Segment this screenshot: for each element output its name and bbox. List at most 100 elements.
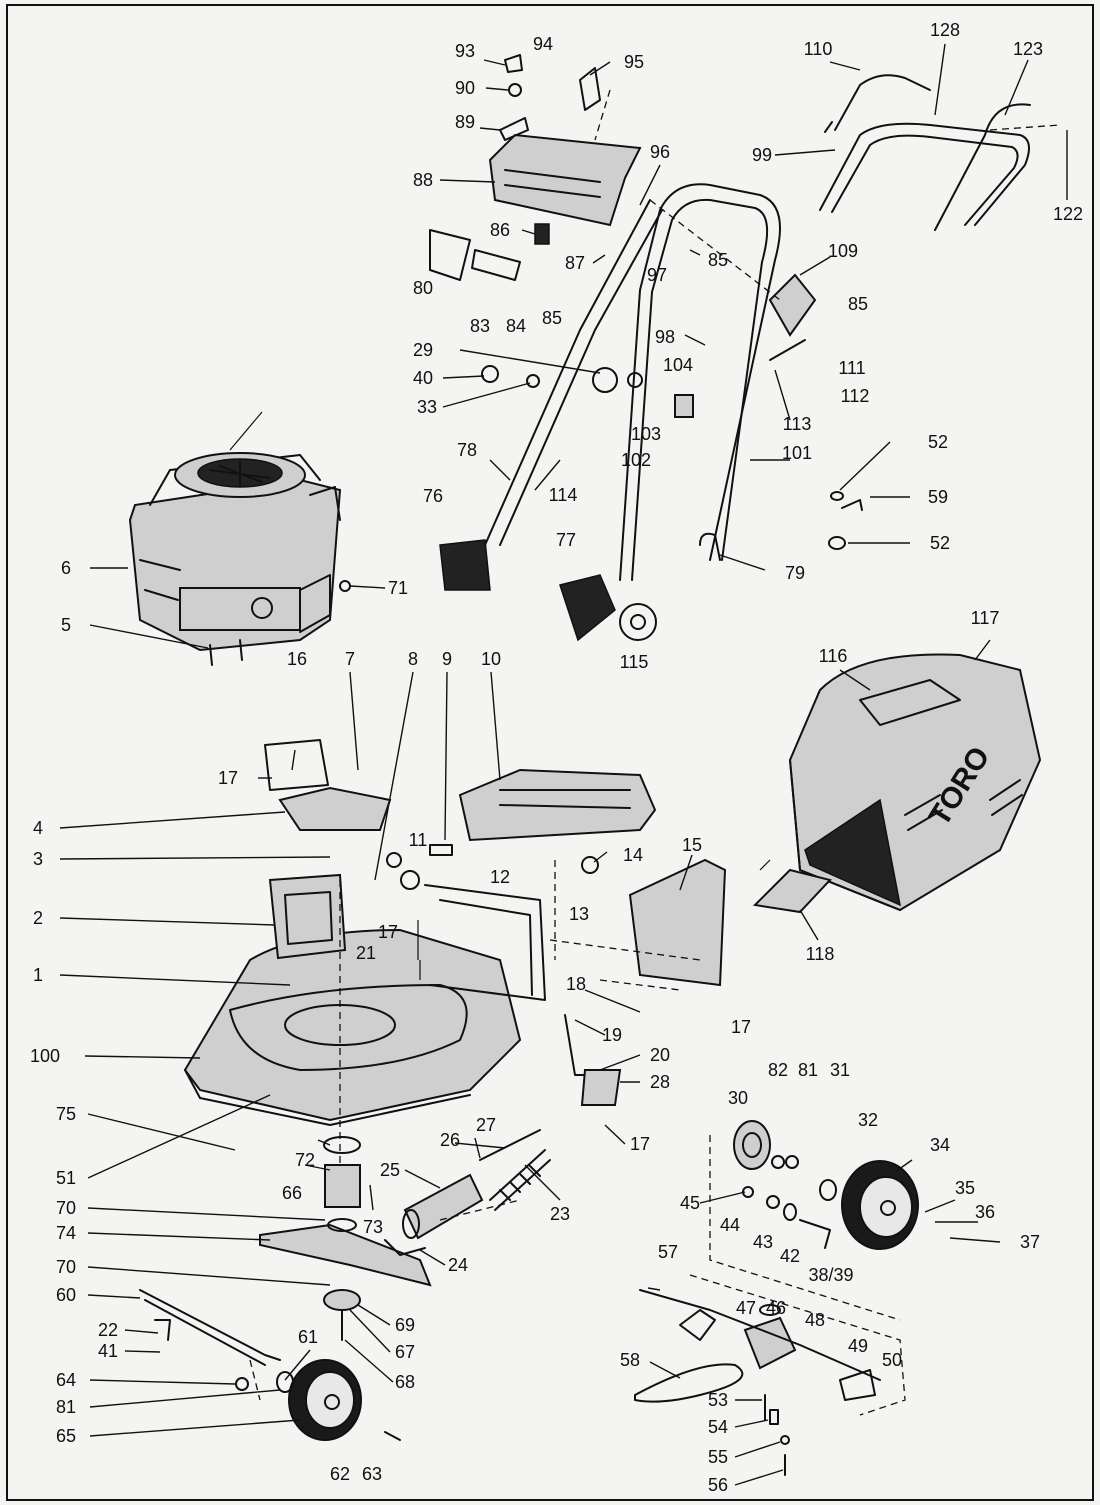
part-callout-26: 26 (440, 1130, 460, 1150)
part-callout-85-3: 85 (848, 294, 868, 314)
part-callout-77: 77 (556, 530, 576, 550)
part-callout-123: 123 (1013, 39, 1043, 59)
part-callout-57: 57 (658, 1242, 678, 1262)
part-callout-110: 110 (804, 39, 833, 59)
part-callout-56: 56 (708, 1475, 728, 1495)
part-callout-87: 87 (565, 253, 585, 273)
part-callout-20: 20 (650, 1045, 670, 1065)
part-callout-117: 117 (971, 608, 1000, 628)
part-callout-5: 5 (61, 615, 71, 635)
part-callout-90: 90 (455, 78, 475, 98)
part-callout-122: 122 (1053, 204, 1083, 224)
part-callout-79: 79 (785, 563, 805, 583)
mower-deck (183, 739, 727, 1180)
part-callout-63: 63 (362, 1464, 382, 1484)
part-callout-81-2: 81 (798, 1060, 818, 1080)
part-callout-9: 9 (442, 649, 452, 669)
part-callout-114: 114 (549, 485, 578, 505)
part-callout-2: 2 (33, 908, 43, 928)
part-callout-43: 43 (753, 1232, 773, 1252)
part-callout-18: 18 (566, 974, 586, 994)
part-callout-7: 7 (345, 649, 355, 669)
part-callout-45: 45 (680, 1193, 700, 1213)
part-callout-19: 19 (602, 1025, 622, 1045)
part-callout-64: 64 (56, 1370, 76, 1390)
part-callout-94: 94 (533, 34, 553, 54)
part-callout-16: 16 (287, 649, 307, 669)
part-callout-75: 75 (56, 1104, 76, 1124)
part-callout-96: 96 (650, 142, 670, 162)
blade-and-drive (139, 1120, 919, 1476)
part-callout-80: 80 (413, 278, 433, 298)
part-callout-58: 58 (620, 1350, 640, 1370)
part-callout-50: 50 (882, 1350, 902, 1370)
part-callout-23: 23 (550, 1204, 570, 1224)
part-callout-101: 101 (782, 443, 812, 463)
part-callout-40: 40 (413, 368, 433, 388)
part-callout-128: 128 (930, 20, 960, 40)
part-callout-41: 41 (98, 1341, 118, 1361)
part-callout-115: 115 (620, 652, 649, 672)
part-callout-31: 31 (830, 1060, 850, 1080)
leader-lines (59, 43, 1068, 1486)
part-callout-62: 62 (330, 1464, 350, 1484)
part-callout-42: 42 (780, 1246, 800, 1266)
part-callout-70: 70 (56, 1198, 76, 1218)
part-callout-116: 116 (819, 646, 848, 666)
part-callout-84: 84 (506, 316, 526, 336)
part-callout-54: 54 (708, 1417, 728, 1437)
part-callout-66: 66 (282, 1183, 302, 1203)
part-callout-52-2: 52 (930, 533, 950, 553)
part-callout-3: 3 (33, 849, 43, 869)
part-callout-52: 52 (928, 432, 948, 452)
part-callout-100: 100 (30, 1046, 60, 1066)
part-callout-17: 17 (218, 768, 238, 788)
part-callout-97: 97 (647, 265, 667, 285)
part-callout-60: 60 (56, 1285, 76, 1305)
part-callout-24: 24 (448, 1255, 468, 1275)
part-callout-22: 22 (98, 1320, 118, 1340)
part-callout-81: 81 (56, 1397, 76, 1417)
part-callout-88: 88 (413, 170, 433, 190)
engine-assembly (128, 411, 351, 666)
part-callout-98: 98 (655, 327, 675, 347)
part-callout-27: 27 (476, 1115, 496, 1135)
part-callout-32: 32 (858, 1110, 878, 1130)
part-callout-61: 61 (298, 1327, 318, 1347)
part-callout-21: 21 (356, 943, 376, 963)
part-callout-10: 10 (481, 649, 501, 669)
part-callout-53: 53 (708, 1390, 728, 1410)
part-callout-69: 69 (395, 1315, 415, 1335)
part-callout-33: 33 (417, 397, 437, 417)
part-callout-51: 51 (56, 1168, 76, 1188)
grass-catcher (752, 653, 1042, 914)
part-callout-76: 76 (423, 486, 443, 506)
part-callout-11: 11 (409, 830, 428, 850)
part-callout-72: 72 (295, 1150, 315, 1170)
part-callout-67: 67 (395, 1342, 415, 1362)
part-callout-85-2: 85 (708, 250, 728, 270)
part-callout-34: 34 (930, 1135, 950, 1155)
part-callout-17-2: 17 (378, 922, 398, 942)
part-callout-109: 109 (828, 241, 858, 261)
part-callout-89: 89 (455, 112, 475, 132)
part-callout-35: 35 (955, 1178, 975, 1198)
part-callout-46: 46 (766, 1298, 786, 1318)
part-callout-78: 78 (457, 440, 477, 460)
part-callout-15: 15 (682, 835, 702, 855)
part-callout-44: 44 (720, 1215, 740, 1235)
part-callout-13: 13 (569, 904, 589, 924)
part-callout-49: 49 (848, 1336, 868, 1356)
part-callout-38-39: 38/39 (808, 1265, 853, 1285)
part-callout-25: 25 (380, 1160, 400, 1180)
part-callout-102: 102 (621, 450, 651, 470)
part-callout-82: 82 (768, 1060, 788, 1080)
part-callout-103: 103 (631, 424, 661, 444)
part-callout-36: 36 (975, 1202, 995, 1222)
handle-assembly (429, 54, 1061, 642)
part-callout-111: 111 (838, 358, 865, 378)
part-callout-29: 29 (413, 340, 433, 360)
